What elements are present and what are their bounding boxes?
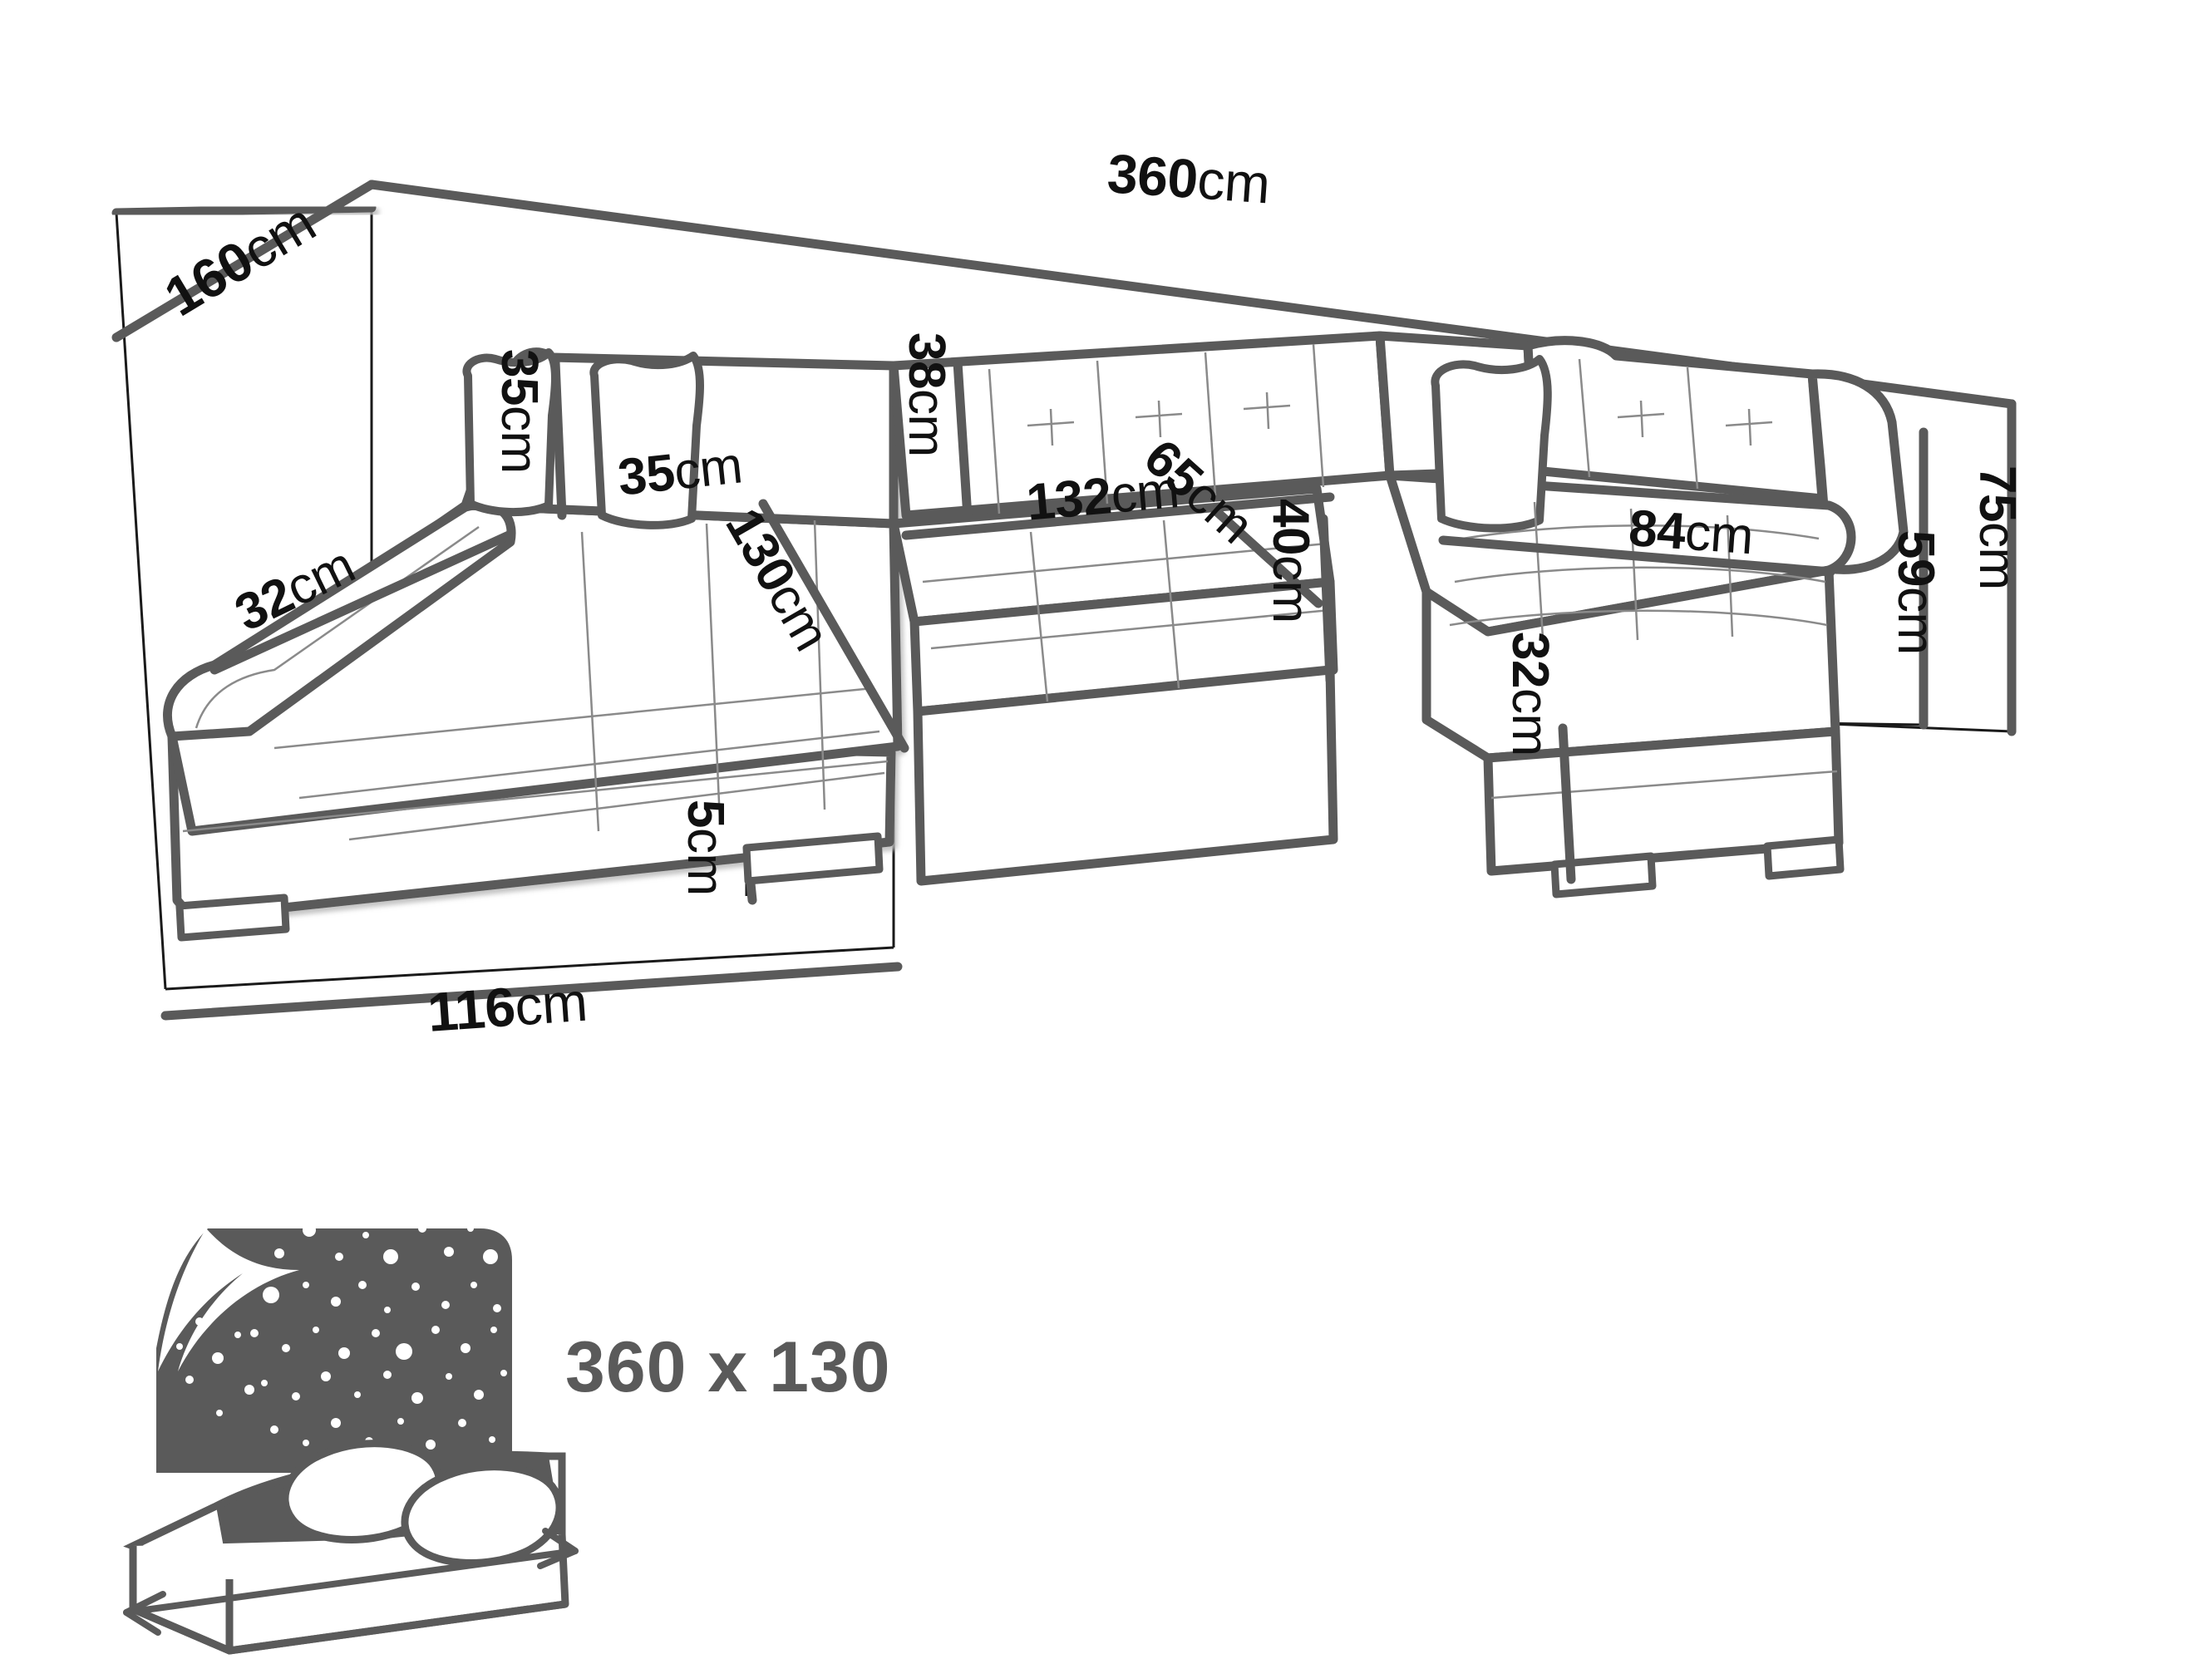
sleeping-area-label: 360 x 130 <box>565 1327 891 1407</box>
